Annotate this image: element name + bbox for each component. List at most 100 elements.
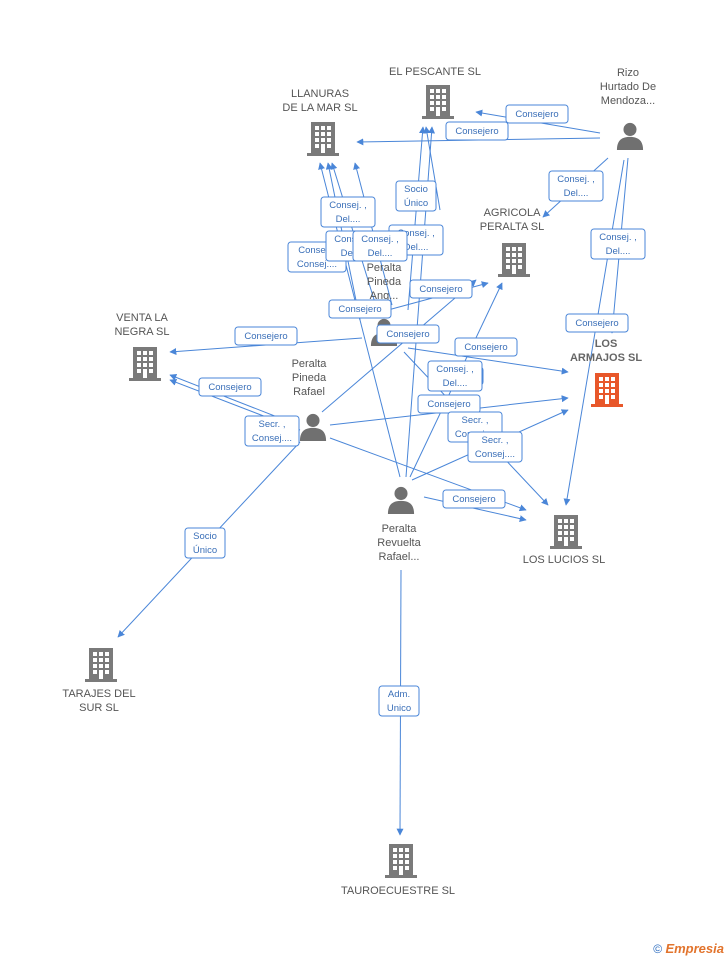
relation-label[interactable]: Consejero xyxy=(376,324,440,344)
relation-label-text: Socio xyxy=(193,531,217,542)
relation-label[interactable]: Consej. , Del.... xyxy=(352,230,408,262)
node-label: AGRICOLA xyxy=(484,207,542,219)
relation-label-box xyxy=(234,326,298,346)
node-label: ARMAJOS SL xyxy=(570,352,642,364)
relation-label-box xyxy=(409,279,473,299)
relation-label-box xyxy=(505,104,569,124)
relation-label[interactable]: Consejero xyxy=(328,299,392,319)
relation-label[interactable]: Consej. ,Del.... xyxy=(590,228,646,260)
building-icon xyxy=(85,648,117,682)
relation-label-text: Del.... xyxy=(564,188,589,199)
relation-label[interactable]: Consejero xyxy=(505,104,569,124)
relation-label-box xyxy=(184,527,226,559)
node-label: Rafael xyxy=(293,386,325,398)
relation-label-box xyxy=(442,489,506,509)
person-icon xyxy=(616,122,644,150)
brand-logo: Empresia xyxy=(665,941,724,956)
relation-label-box xyxy=(590,228,646,260)
relation-label[interactable]: Consejero xyxy=(454,337,518,357)
relation-label-text: Consej. , xyxy=(329,200,367,211)
relation-label-text: Del.... xyxy=(368,248,393,259)
relation-label[interactable]: Consej. , Del.... xyxy=(320,196,376,228)
relation-label-text: Consej. , xyxy=(557,174,595,185)
relation-label[interactable]: Consejero xyxy=(442,489,506,509)
edge-line xyxy=(169,374,291,423)
edge-line xyxy=(423,126,441,211)
node-label: TAUROECUESTRE SL xyxy=(341,885,455,897)
relation-label-box xyxy=(378,685,420,717)
node-label: LOS LUCIOS SL xyxy=(523,554,606,566)
edge-line xyxy=(407,126,426,311)
relation-label[interactable]: Consejero xyxy=(565,313,629,333)
relation-label-text: Consej.... xyxy=(475,449,515,460)
relation-label-text: Consejero xyxy=(419,284,462,295)
relation-label-text: Consejero xyxy=(515,109,558,120)
relation-label-text: Del.... xyxy=(336,214,361,225)
building-icon xyxy=(129,347,161,381)
node-label: Rafael... xyxy=(379,551,420,563)
node-label: Peralta xyxy=(292,358,328,370)
relation-label-box xyxy=(376,324,440,344)
building-icon xyxy=(550,515,582,549)
node-label: Hurtado De xyxy=(600,81,656,93)
relation-label-text: Consejero xyxy=(452,494,495,505)
footer-brand[interactable]: © Empresia xyxy=(653,941,724,956)
relation-label[interactable]: Consejero xyxy=(445,121,509,141)
node-tauroecuestre[interactable]: TAUROECUESTRE SL xyxy=(341,844,455,897)
relation-label-text: Adm. xyxy=(388,689,410,700)
relation-label-text: Secr. , xyxy=(482,435,509,446)
relation-label[interactable]: Adm.Unico xyxy=(378,685,420,717)
node-label: DE LA MAR SL xyxy=(282,102,357,114)
relation-label-text: Consej. , xyxy=(436,364,474,375)
node-el-pescante[interactable]: EL PESCANTE SL xyxy=(389,66,481,119)
relation-label-text: Consej. , xyxy=(397,228,435,239)
node-agricola[interactable]: AGRICOLA PERALTA SL xyxy=(480,207,544,277)
relation-label-text: Consej.... xyxy=(252,433,292,444)
node-los-armajos[interactable]: LOS ARMAJOS SL xyxy=(570,338,642,407)
building-icon xyxy=(385,844,417,878)
relation-label-text: Consejero xyxy=(208,382,251,393)
node-peralta-pineda-ang[interactable]: PeraltaPinedaAng... xyxy=(367,262,403,346)
relation-label[interactable]: Secr. ,Consej.... xyxy=(244,415,300,447)
relation-label-text: Consej. , xyxy=(361,234,399,245)
relation-label-text: Secr. , xyxy=(462,415,489,426)
relation-label-box xyxy=(565,313,629,333)
node-label: Revuelta xyxy=(377,537,421,549)
relation-label-box xyxy=(427,360,483,392)
relation-label[interactable]: Consejero xyxy=(417,394,481,414)
node-label: Pineda xyxy=(367,276,402,288)
node-los-lucios[interactable]: LOS LUCIOS SL xyxy=(523,515,606,566)
relation-label-text: Del.... xyxy=(404,242,429,253)
building-icon xyxy=(307,122,339,156)
node-label: LOS xyxy=(595,338,618,350)
relation-label[interactable]: Consej. ,Del.... xyxy=(427,360,483,392)
relation-label-box xyxy=(548,170,604,202)
relation-label[interactable]: Consej. , Del.... xyxy=(548,170,604,202)
relation-label-text: Consejero xyxy=(575,318,618,329)
node-label: Peralta xyxy=(367,262,403,274)
node-label: Mendoza... xyxy=(601,95,655,107)
building-icon xyxy=(498,243,530,277)
node-peralta-revuelta[interactable]: PeraltaRevueltaRafael... xyxy=(377,486,422,563)
relation-label[interactable]: Consejero xyxy=(198,377,262,397)
relation-label[interactable]: Secr. , Consej.... xyxy=(467,431,523,463)
node-label: PERALTA SL xyxy=(480,221,544,233)
relation-label-text: Consejero xyxy=(244,331,287,342)
relation-label-text: Único xyxy=(193,545,217,556)
relation-label[interactable]: Consejero xyxy=(234,326,298,346)
relation-label-box xyxy=(395,180,437,212)
node-label: TARAJES DEL xyxy=(62,688,135,700)
node-label: NEGRA SL xyxy=(114,326,169,338)
relation-label-box xyxy=(244,415,300,447)
copyright-symbol: © xyxy=(653,942,663,956)
building-icon xyxy=(591,373,623,407)
relation-label[interactable]: Consejero xyxy=(409,279,473,299)
